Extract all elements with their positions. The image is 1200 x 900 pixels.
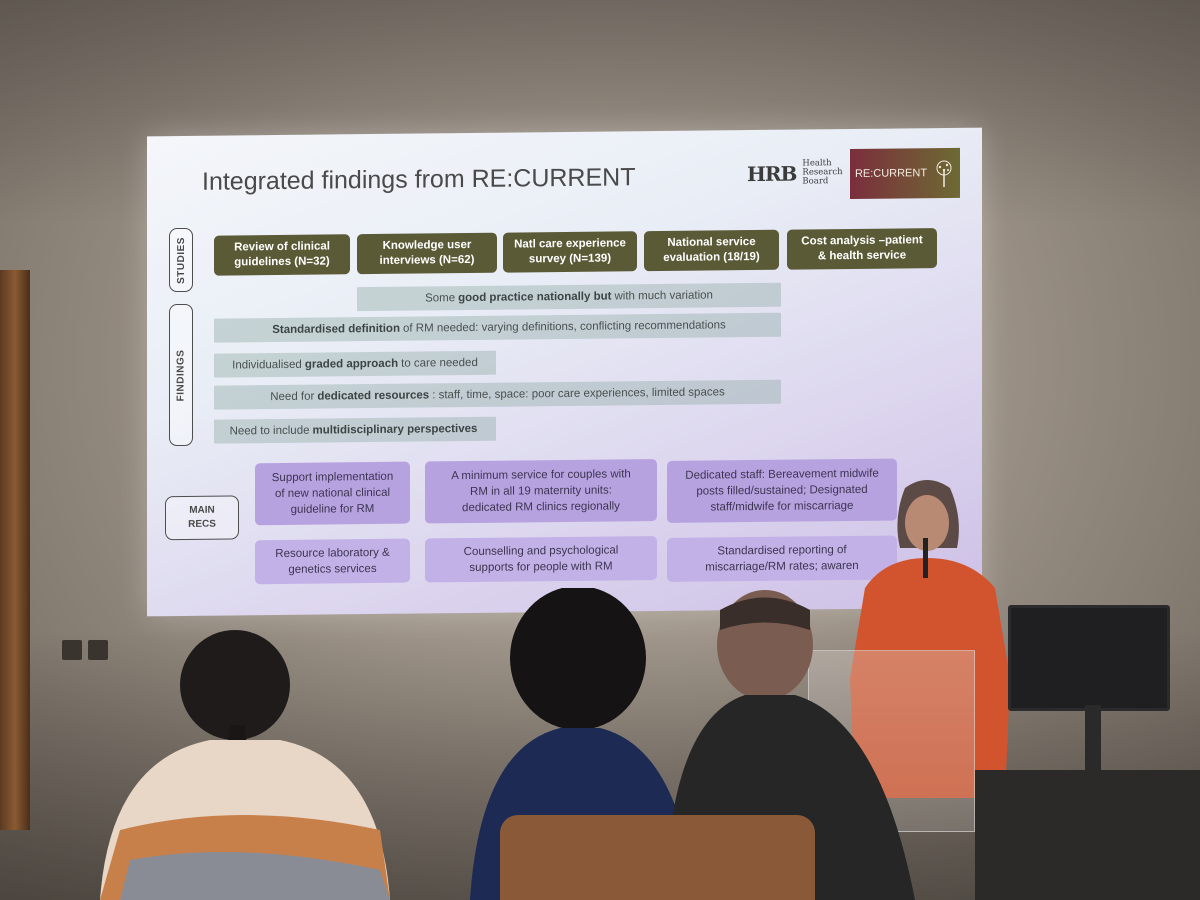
audience-member <box>100 630 390 900</box>
recurrent-logo-text: RE:CURRENT <box>854 167 928 180</box>
projected-slide: Integrated findings from RE:CURRENT HRB … <box>147 127 982 617</box>
tree-icon <box>936 160 952 188</box>
monitor <box>1008 605 1170 711</box>
studies-label: STUDIES <box>169 227 193 293</box>
recommendation-box: A minimum service for couples with RM in… <box>425 459 657 524</box>
slide-title: Integrated findings from RE:CURRENT <box>202 163 636 196</box>
hrb-logo: HRB Health Research Board <box>747 158 862 187</box>
monitor-stand <box>1085 705 1101 775</box>
wall-socket <box>88 640 108 660</box>
wall-socket <box>62 640 82 660</box>
presenter <box>850 480 1010 798</box>
recommendation-box: Support implementation of new national c… <box>255 461 410 526</box>
curtain <box>0 270 30 830</box>
desk <box>975 770 1200 900</box>
hrb-mark: HRB <box>747 161 797 186</box>
study-box: Knowledge user interviews (N=62) <box>357 232 497 275</box>
main-recs-label: MAIN RECS <box>165 495 239 541</box>
study-box: Cost analysis –patient & health service <box>787 228 937 270</box>
findings-label: FINDINGS <box>169 303 193 447</box>
recommendation-box: Resource laboratory & genetics services <box>255 538 410 585</box>
recommendation-box: Counselling and psychological supports f… <box>425 536 657 583</box>
study-box: Natl care experience survey (N=139) <box>503 231 637 273</box>
study-box: Review of clinical guidelines (N=32) <box>214 234 350 276</box>
recurrent-logo: RE:CURRENT <box>850 147 960 200</box>
study-box: National service evaluation (18/19) <box>644 229 779 272</box>
chair <box>500 815 815 900</box>
